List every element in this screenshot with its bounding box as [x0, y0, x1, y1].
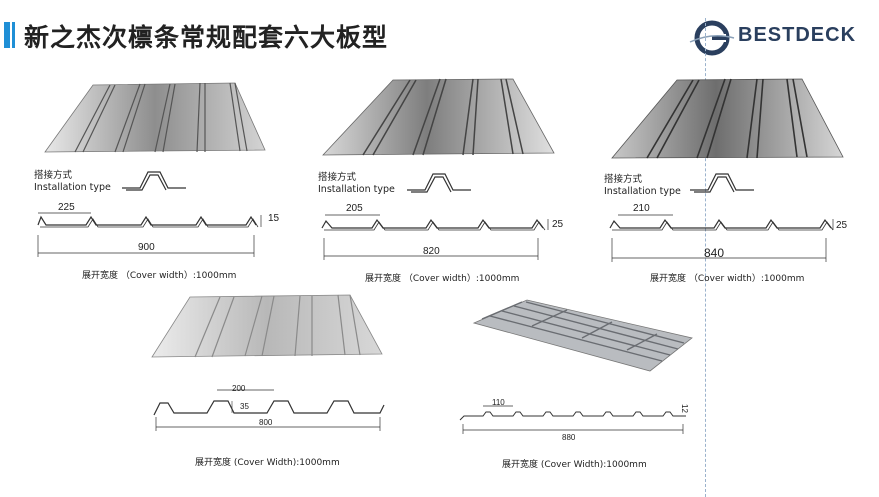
- install-en: Installation type: [34, 182, 111, 193]
- install-cn: 搭接方式: [318, 172, 357, 183]
- panel-3-width: 840: [704, 246, 725, 260]
- panel-5-profile: [459, 405, 686, 434]
- panel-3-profile: [609, 214, 834, 262]
- logo-wordmark: BESTDECK: [738, 24, 857, 46]
- install-cn: 搭接方式: [34, 170, 73, 181]
- panel-1-image: [44, 82, 266, 153]
- title-accent-bar-thin: [12, 22, 15, 48]
- panel-3-height: 25: [836, 220, 848, 231]
- panel-2-install-detail: [407, 173, 471, 193]
- panel-2-profile: [321, 214, 549, 260]
- panel-5-height: 12: [679, 404, 689, 413]
- guide-line: [705, 18, 706, 497]
- panel-1-height: 15: [268, 213, 280, 224]
- panel-1-pitch: 225: [58, 202, 75, 213]
- title-accent-bar: [4, 22, 10, 48]
- page-title: 新之杰次檩条常规配套六大板型: [24, 23, 389, 52]
- install-en: Installation type: [318, 184, 395, 195]
- panel-3-install-label: 搭接方式 Installation type: [604, 174, 681, 198]
- panel-3-image: [611, 78, 844, 159]
- panel-4-height: 35: [240, 402, 249, 411]
- panel-3-install-detail: [690, 173, 754, 193]
- panel-3-pitch: 210: [633, 203, 650, 214]
- panel-1-width: 900: [138, 242, 155, 253]
- panel-1-install-label: 搭接方式 Installation type: [34, 170, 111, 194]
- panel-5-cover-width: 展开宽度 (Cover Width):1000mm: [502, 460, 647, 470]
- panel-4-profile: [153, 389, 385, 431]
- install-cn: 搭接方式: [604, 174, 643, 185]
- panel-2-width: 820: [423, 246, 440, 257]
- panel-5-pitch: 110: [492, 398, 505, 407]
- panel-2-height: 25: [552, 219, 564, 230]
- panel-1-cover-width: 展开宽度 （Cover width）:1000mm: [82, 271, 237, 281]
- panel-2-cover-width: 展开宽度 （Cover width）:1000mm: [365, 274, 520, 284]
- panel-4-width: 800: [259, 418, 273, 427]
- panel-2-image: [322, 78, 555, 156]
- panel-5-image: [472, 299, 693, 372]
- bestdeck-logo-icon: [689, 20, 735, 56]
- panel-4-image: [151, 294, 383, 358]
- panel-4-pitch: 200: [232, 384, 246, 393]
- panel-5-width: 880: [562, 433, 576, 442]
- panel-2-install-label: 搭接方式 Installation type: [318, 172, 395, 196]
- panel-4-cover-width: 展开宽度 (Cover Width):1000mm: [195, 458, 340, 468]
- panel-1-install-detail: [122, 171, 186, 191]
- panel-1-profile: [37, 212, 262, 257]
- install-en: Installation type: [604, 186, 681, 197]
- panel-3-cover-width: 展开宽度 （Cover width）:1000mm: [650, 274, 805, 284]
- panel-2-pitch: 205: [346, 203, 363, 214]
